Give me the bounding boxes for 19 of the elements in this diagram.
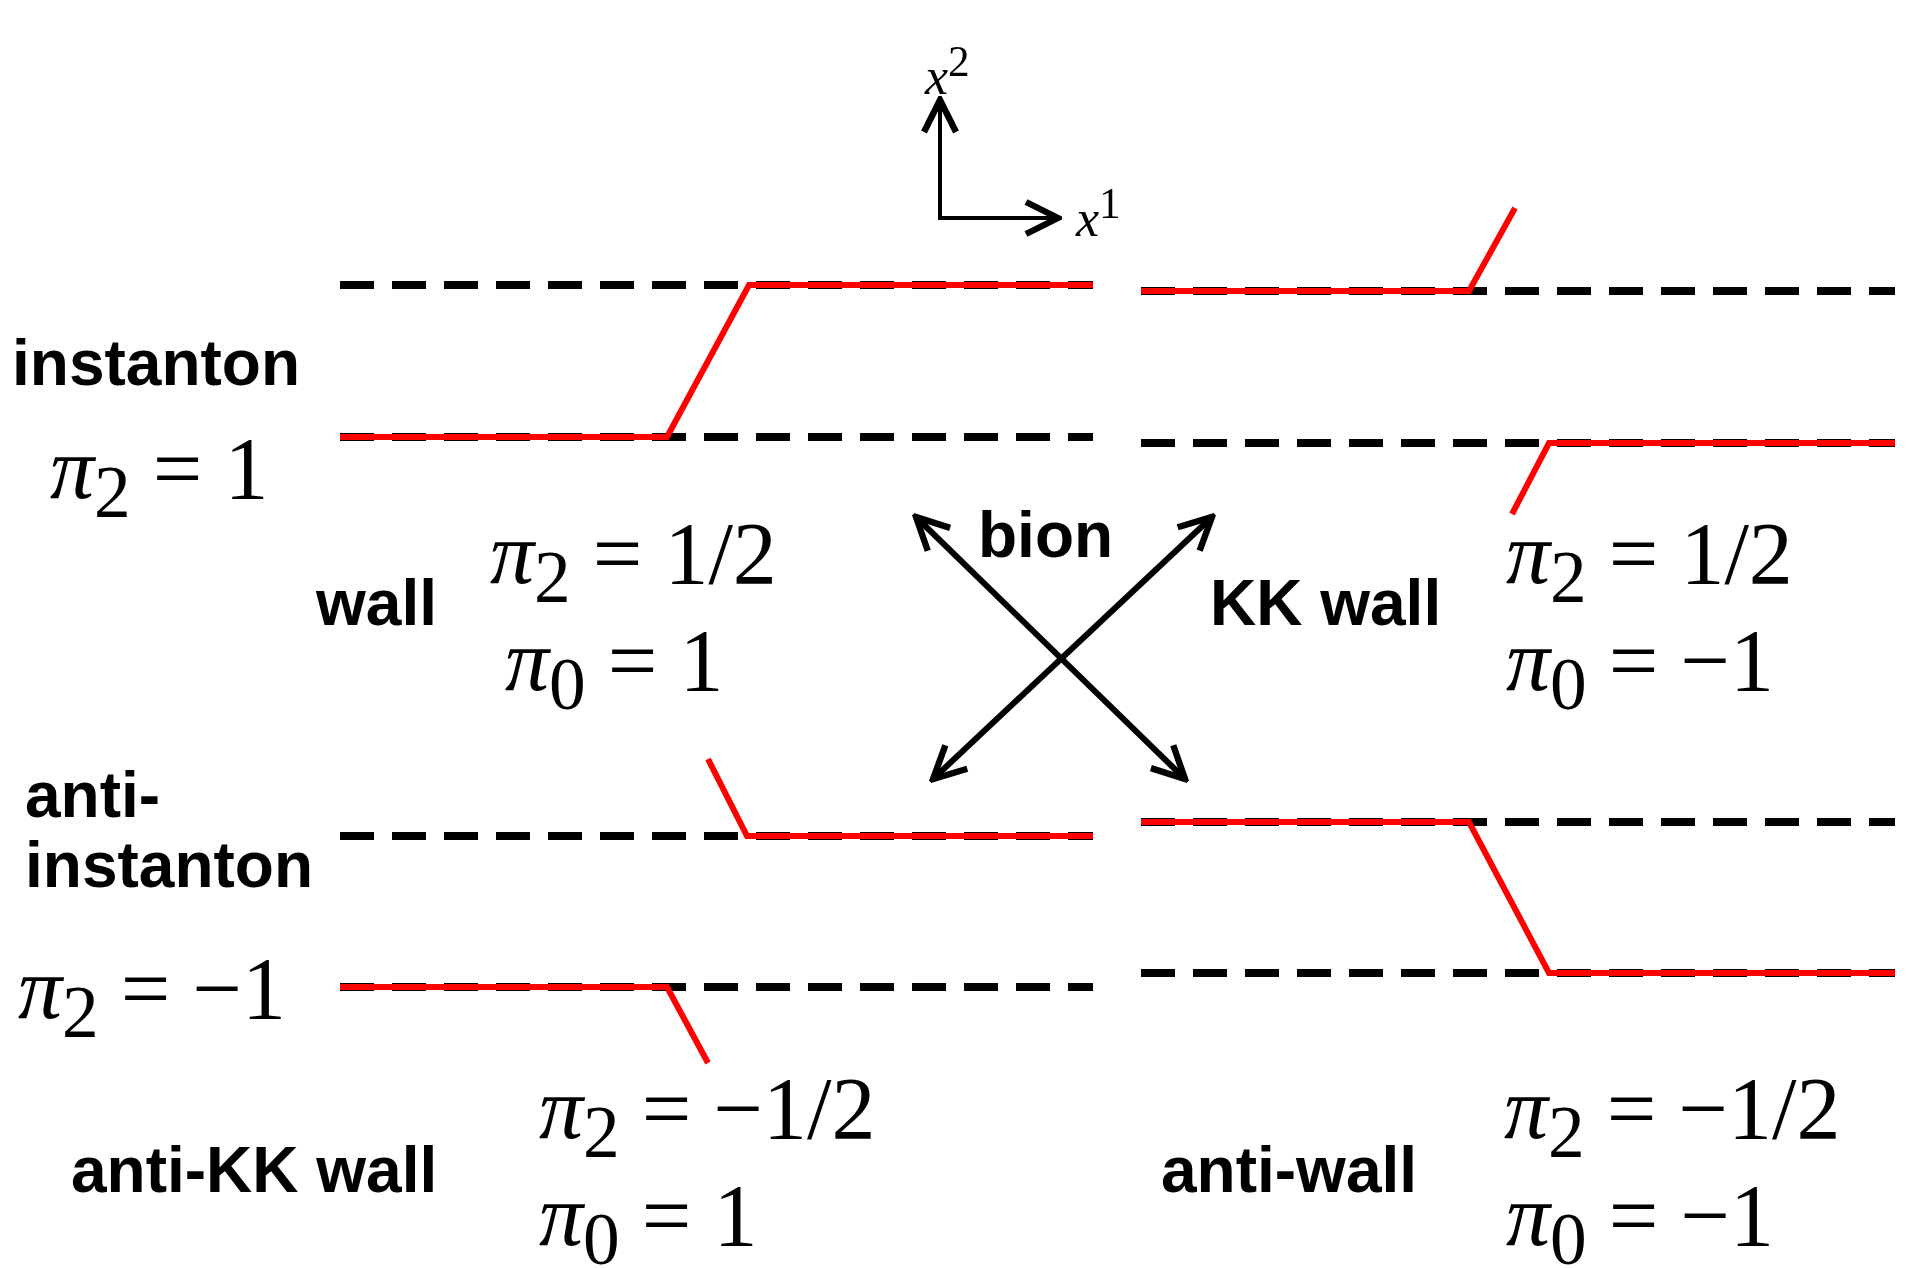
arrow-label: bion (978, 500, 1114, 571)
quantum-number-formula: π$_{0}$ = −1 (1506, 1172, 1775, 1268)
axis-label: x$^{2}$ (925, 40, 970, 104)
defect-name: KK wall (1210, 568, 1442, 639)
quantum-number-formula: π$_{0}$ = 1 (539, 1172, 758, 1268)
quantum-number-formula: π$_{2}$ = −1/2 (539, 1065, 876, 1169)
quantum-number-formula: π$_{2}$ = 1/2 (1506, 510, 1793, 614)
quantum-number-formula: π$_{2}$ = 1/2 (490, 510, 777, 614)
defect-name: anti-KK wall (71, 1135, 438, 1206)
axis-label: x$^{1}$ (1076, 182, 1121, 246)
row-label: instanton (12, 328, 300, 399)
defect-name: anti-wall (1161, 1135, 1418, 1206)
charge-formula: π$_{2}$ = −1 (18, 945, 287, 1049)
quantum-number-formula: π$_{2}$ = −1/2 (1504, 1065, 1841, 1169)
quantum-number-formula: π$_{0}$ = −1 (1506, 617, 1775, 721)
defect-name: wall (316, 568, 437, 639)
charge-formula: π$_{2}$ = 1 (50, 425, 269, 529)
quantum-number-formula: π$_{0}$ = 1 (505, 617, 724, 721)
row-label: anti- instanton (25, 760, 314, 901)
